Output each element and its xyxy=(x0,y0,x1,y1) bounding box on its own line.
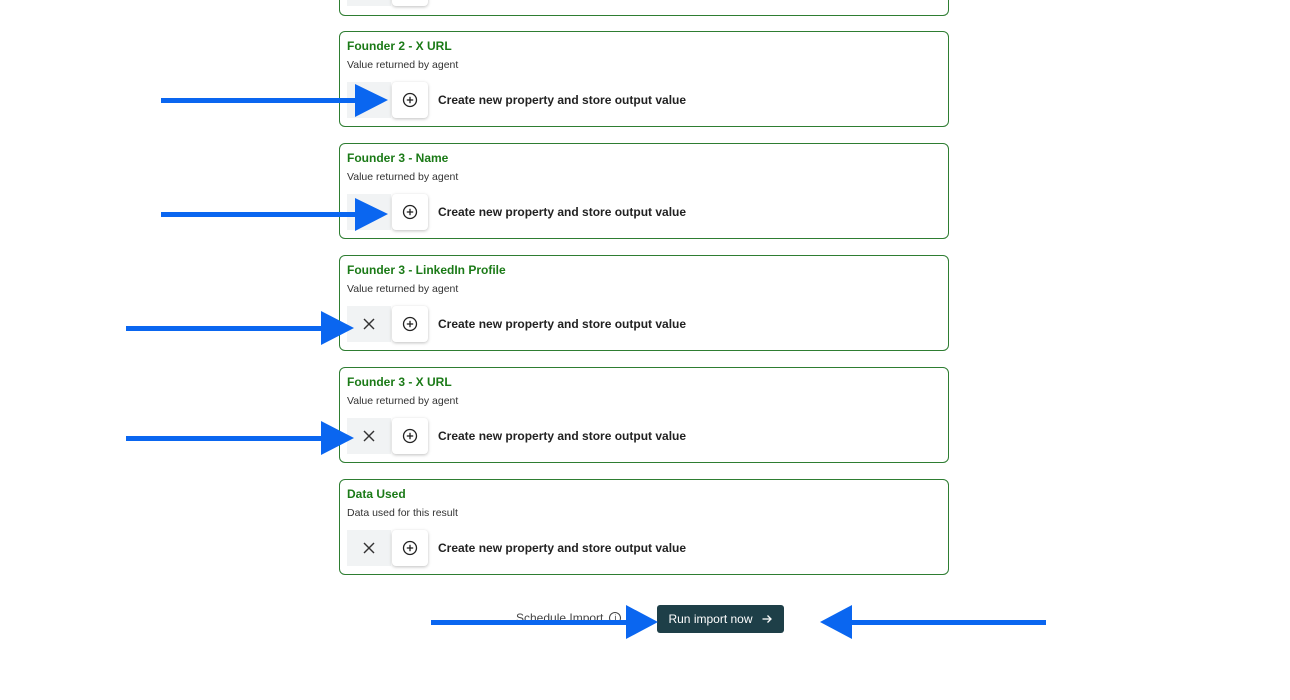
card-subtitle: Value returned by agent xyxy=(347,283,459,295)
add-property-button[interactable] xyxy=(392,530,428,566)
create-property-label[interactable]: Create new property and store output val… xyxy=(438,205,687,219)
create-property-label[interactable]: Create new property and store output val… xyxy=(438,93,687,107)
close-cell xyxy=(347,194,391,230)
add-property-button[interactable] xyxy=(392,194,428,230)
create-property-label[interactable]: Create new property and store output val… xyxy=(438,541,687,555)
info-icon[interactable]: i xyxy=(609,612,622,624)
previous-mapping-card xyxy=(339,0,949,16)
add-property-button[interactable] xyxy=(392,306,428,342)
create-property-label[interactable]: Create new property and store output val… xyxy=(438,317,687,331)
close-cell xyxy=(347,0,391,6)
run-import-button[interactable]: Run import now xyxy=(657,605,784,633)
annotation-arrow xyxy=(126,311,354,345)
mapping-card: Founder 3 - X URL Value returned by agen… xyxy=(339,367,949,463)
create-property-label[interactable]: Create new property and store output val… xyxy=(438,429,687,443)
close-cell xyxy=(347,82,391,118)
mapping-card: Data Used Data used for this result Crea… xyxy=(339,479,949,575)
mapping-card: Founder 2 - X URL Value returned by agen… xyxy=(339,31,949,127)
annotation-arrow xyxy=(820,605,1046,639)
add-property-button[interactable] xyxy=(392,0,428,6)
add-property-button[interactable] xyxy=(392,418,428,454)
add-circle-icon xyxy=(402,92,418,108)
card-title: Founder 3 - X URL xyxy=(347,375,452,389)
card-subtitle: Value returned by agent xyxy=(347,171,459,183)
card-title: Founder 2 - X URL xyxy=(347,39,452,53)
close-icon xyxy=(363,318,375,330)
add-circle-icon xyxy=(402,428,418,444)
card-title: Founder 3 - LinkedIn Profile xyxy=(347,263,506,277)
run-import-label: Run import now xyxy=(668,612,753,626)
card-title: Data Used xyxy=(347,487,406,501)
annotation-arrow xyxy=(126,421,354,455)
add-property-button[interactable] xyxy=(392,82,428,118)
schedule-import-label: Schedule Import xyxy=(516,611,604,625)
add-circle-icon xyxy=(402,204,418,220)
close-button[interactable] xyxy=(347,306,391,342)
mapping-card: Founder 3 - LinkedIn Profile Value retur… xyxy=(339,255,949,351)
close-icon xyxy=(363,542,375,554)
schedule-import-link[interactable]: Schedule Import i xyxy=(516,611,622,625)
close-button[interactable] xyxy=(347,530,391,566)
mapping-card: Founder 3 - Name Value returned by agent… xyxy=(339,143,949,239)
add-circle-icon xyxy=(402,540,418,556)
card-subtitle: Value returned by agent xyxy=(347,59,459,71)
close-icon xyxy=(363,430,375,442)
add-circle-icon xyxy=(402,316,418,332)
card-title: Founder 3 - Name xyxy=(347,151,449,165)
close-button[interactable] xyxy=(347,418,391,454)
card-subtitle: Value returned by agent xyxy=(347,395,459,407)
card-subtitle: Data used for this result xyxy=(347,507,458,519)
arrow-right-icon xyxy=(762,615,772,623)
